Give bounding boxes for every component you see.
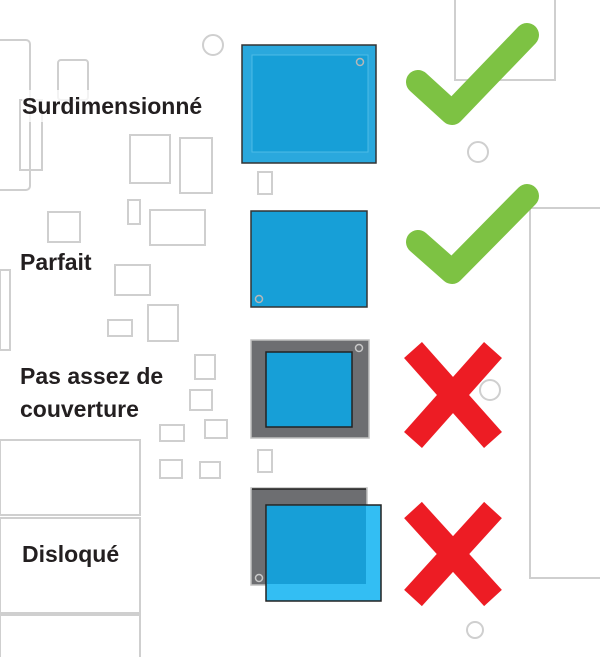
label-perfect: Parfait bbox=[20, 246, 92, 278]
pad-oversized bbox=[241, 44, 377, 164]
check-icon bbox=[406, 23, 539, 125]
label-oversized: Surdimensionné bbox=[22, 90, 203, 122]
pad-insufficient bbox=[250, 339, 370, 439]
cross-icon bbox=[404, 501, 502, 607]
cross-icon bbox=[404, 342, 502, 448]
label-insufficient-line2: couverture bbox=[20, 393, 139, 425]
pad-misaligned bbox=[250, 487, 382, 602]
pad-perfect bbox=[250, 210, 368, 308]
label-insufficient-line1: Pas assez de bbox=[20, 360, 164, 392]
label-misaligned: Disloqué bbox=[22, 541, 120, 567]
check-icon bbox=[406, 184, 539, 284]
